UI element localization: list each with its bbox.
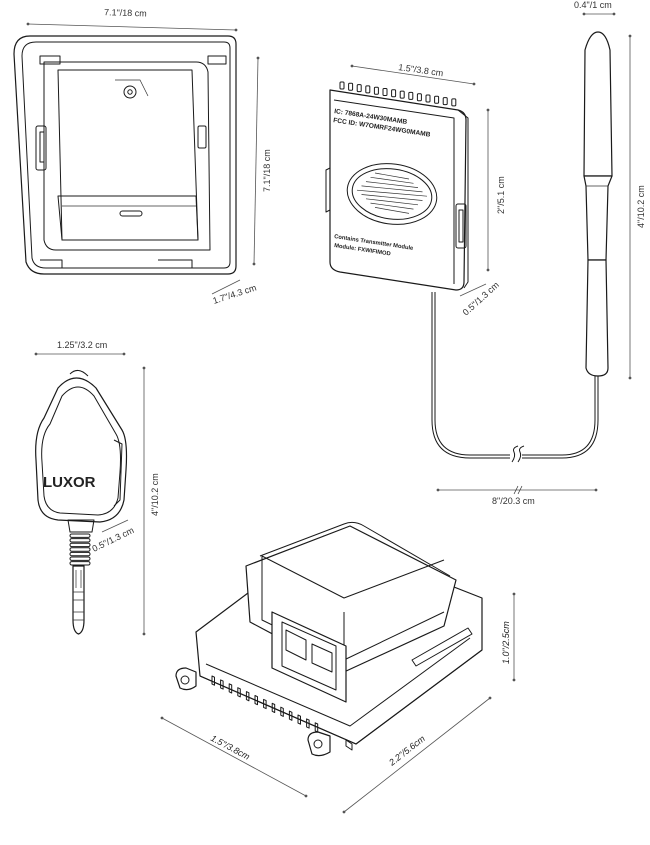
speaker-grille (356, 172, 428, 214)
connector-pin (263, 698, 267, 710)
connector-pin (245, 691, 250, 702)
transmitter-ridge (382, 88, 388, 96)
plug-width-label: 1.25"/3.2 cm (57, 340, 107, 350)
neck-ring (69, 542, 91, 548)
antenna (583, 31, 613, 377)
grille-slot (365, 181, 419, 188)
grille-slot (374, 172, 410, 180)
transmitter-ridge (339, 81, 345, 90)
connector-pin (211, 675, 215, 686)
antenna-cable (431, 292, 599, 463)
neck-ring (69, 538, 91, 543)
connector-pin (280, 706, 284, 717)
antenna-length-dimension: 4"/10.2 cm (628, 34, 646, 380)
transmitter-ridge (356, 84, 362, 93)
wall-mount-width-dimension: 7.1"/18 cm (26, 7, 238, 32)
transmitter-depth-label: 0.5"/1.3 cm (461, 280, 501, 318)
transmitter-ridge (399, 90, 405, 99)
module-height-label: 1.0"/2.5cm (501, 621, 511, 664)
cable-length-dimension: 8"/20.3 cm (436, 485, 598, 506)
transmitter-ridge (434, 95, 440, 104)
luxor-brand-logo: LUXOR (43, 474, 96, 491)
wall-mount-height-dimension: 7.1"/18 cm (252, 56, 272, 266)
module-width-label: 1.5"/3.8cm (209, 733, 252, 762)
module-height-dimension: 1.0"/2.5cm (501, 592, 516, 682)
plug-width-dimension: 1.25"/3.2 cm (34, 340, 126, 356)
transmitter-ridge (442, 97, 448, 106)
plug-height-label: 4"/10.2 cm (150, 473, 160, 516)
plug-depth-label: 0.5"/1.3 cm (90, 525, 135, 554)
wall-mount-depth-dimension: 1.7"/4.3 cm (212, 279, 258, 306)
transmitter-ridge (348, 82, 354, 91)
grille-slot (365, 198, 419, 206)
connector-pin (237, 687, 241, 698)
wall-mount-depth-label: 1.7"/4.3 cm (212, 282, 258, 305)
transmitter-ridge (425, 94, 431, 103)
connector-pin (254, 695, 258, 706)
grille-slot (361, 194, 423, 201)
antenna-length-label: 4"/10.2 cm (636, 185, 646, 228)
neck-ring (69, 547, 91, 552)
connector-pin (306, 718, 310, 729)
antenna-diameter-label: 0.4"/1 cm (574, 0, 612, 10)
transmitter-height-label: 2"/5.1 cm (496, 176, 506, 214)
connector-pin (288, 710, 293, 721)
transmitter-width-dimension: 1.5"/3.8 cm (350, 62, 476, 86)
neck-ring (69, 551, 91, 557)
plug-height-dimension: 4"/10.2 cm (142, 366, 160, 636)
transmitter-ridge (365, 85, 371, 94)
grille-slot (361, 185, 423, 193)
grille-slot (370, 176, 414, 184)
grille-slot (356, 189, 428, 197)
plug-strain-relief (69, 533, 91, 566)
connector-pin (314, 722, 319, 733)
connector-pin (220, 679, 224, 690)
module-width-dimension: 1.5"/3.8cm (160, 716, 308, 798)
connector-pin (297, 714, 301, 725)
transmitter-ridge (391, 89, 397, 98)
transmitter-module: IC: 7868A-24W30MAMB FCC ID: W7OMRF24WG0M… (325, 81, 469, 291)
connector-pin (271, 702, 276, 713)
transmitter-ridge (451, 98, 457, 107)
housing-module (175, 521, 483, 757)
cable-length-label: 8"/20.3 cm (492, 496, 535, 506)
wall-mount-bracket (13, 35, 237, 275)
transmitter-ridge (416, 93, 422, 102)
neck-ring (69, 533, 91, 538)
connector-pin (228, 683, 233, 694)
grille-slot (374, 207, 410, 214)
wall-mount-height-label: 7.1"/18 cm (262, 149, 272, 192)
transmitter-ridge (408, 91, 414, 100)
transmitter-height-dimension: 2"/5.1 cm (486, 108, 506, 272)
plug-depth-dimension: 0.5"/1.3 cm (90, 519, 136, 554)
neck-ring (69, 561, 91, 566)
neck-ring (69, 556, 91, 561)
transmitter-ridge (373, 86, 379, 95)
antenna-diameter-dimension: 0.4"/1 cm (574, 0, 616, 16)
luxor-plug: LUXOR (35, 370, 128, 635)
wall-mount-width-label: 7.1"/18 cm (104, 7, 147, 18)
connector-pins (211, 675, 319, 733)
grille-slot (370, 202, 414, 210)
